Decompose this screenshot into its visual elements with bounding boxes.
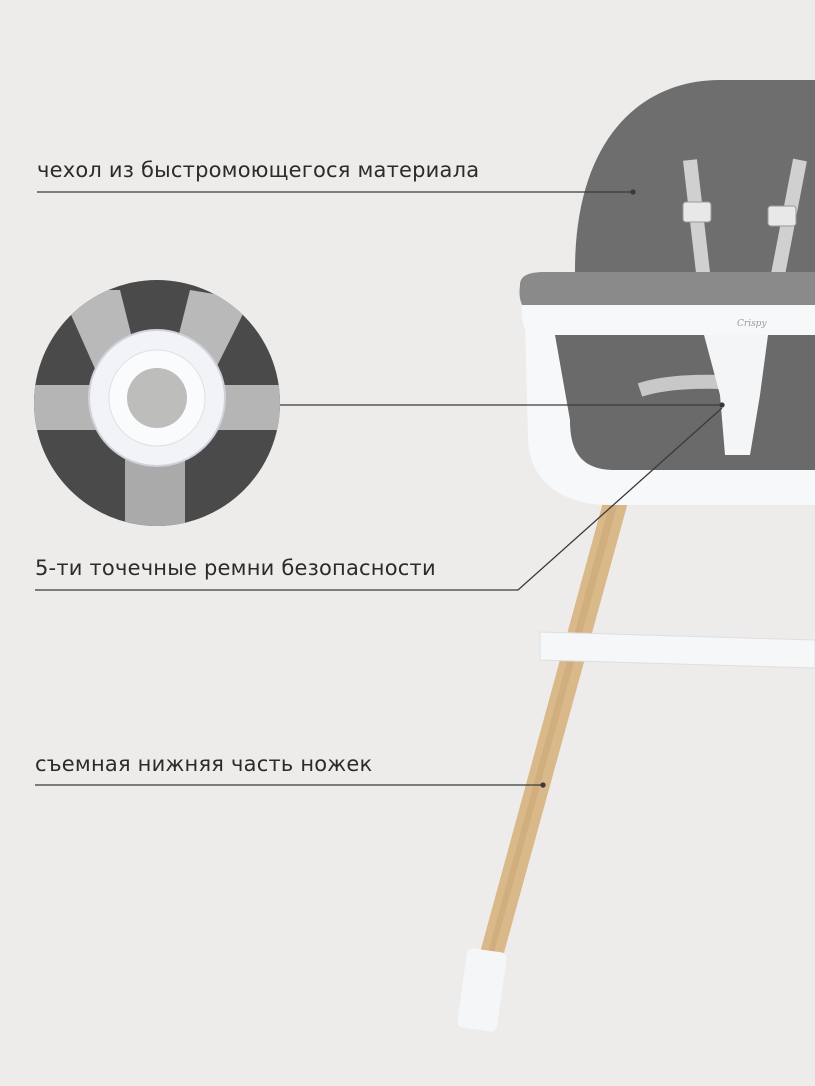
strap-buckle [767,205,797,227]
footrest [539,631,815,669]
brand-mark: Crispy [737,319,767,329]
callout-lines [35,189,725,788]
chair-legs [457,495,630,1032]
callout-removable-legs: съемная нижняя часть ножек [35,752,373,776]
crotch-post [700,320,770,455]
tray [519,272,815,312]
callout-safety-harness: 5-ти точечные ремни безопасности [35,556,436,580]
release-button [127,368,187,428]
tray-rim [521,305,815,335]
callout-cover-material: чехол из быстромоющегося материала [37,158,480,182]
leg-foot-cap [457,948,507,1032]
strap-buckle [682,201,712,223]
harness-closeup [34,280,280,526]
seat-cushion [555,335,815,470]
